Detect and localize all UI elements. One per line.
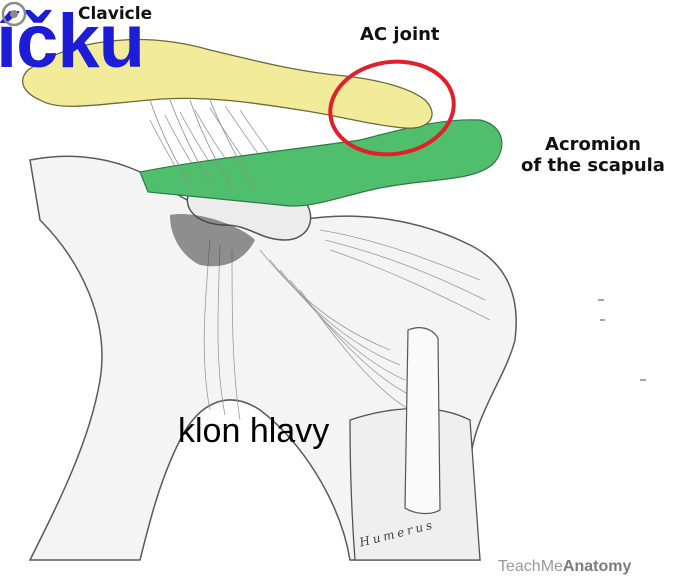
teachme-logo-icon: [0, 0, 28, 28]
edge-ticks: [598, 300, 646, 380]
watermark: TeachMeAnatomy: [498, 558, 631, 576]
watermark-brand: Anatomy: [563, 558, 631, 575]
acromion-label-line2: of the scapula: [508, 155, 678, 176]
ac-joint-label: AC joint: [360, 24, 440, 45]
overlay-caption: klon hlavy: [178, 412, 329, 451]
acromion-highlight: [140, 120, 502, 206]
watermark-prefix: TeachMe: [498, 558, 563, 575]
acromion-label-line1: Acromion: [508, 134, 678, 155]
biceps-tendon: [405, 328, 440, 514]
acromion-label: Acromion of the scapula: [508, 134, 678, 176]
